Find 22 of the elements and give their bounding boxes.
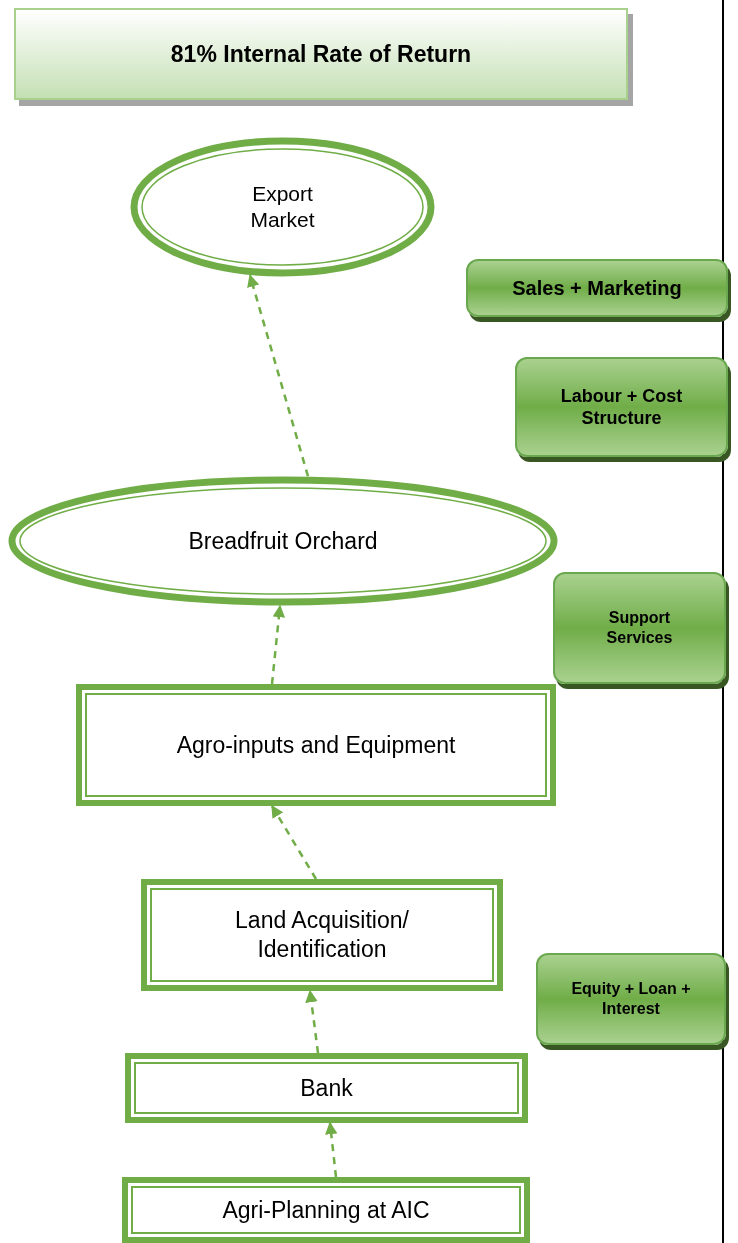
process-box	[125, 1053, 528, 1123]
node-label: Export Market	[249, 180, 316, 233]
node-label: Equity + Loan + Interest	[570, 979, 692, 1019]
process-box	[122, 1177, 530, 1243]
arrow	[270, 604, 286, 685]
node-label: Support Services	[605, 608, 674, 648]
arrow	[270, 804, 318, 880]
arrow	[247, 274, 310, 477]
node-label: Agro-inputs and Equipment	[176, 730, 456, 760]
node-label: Bank	[300, 1073, 353, 1103]
node-label: Labour + Cost Structure	[559, 384, 684, 430]
node-label: Sales + Marketing	[512, 275, 682, 301]
arrow	[305, 989, 320, 1054]
node-label: Breadfruit Orchard	[188, 526, 378, 556]
node-label: Land Acquisition/ Identification	[234, 906, 410, 964]
ellipse-node	[130, 137, 435, 277]
process-box	[76, 684, 556, 806]
arrow	[325, 1121, 338, 1178]
ellipse-node	[8, 476, 558, 606]
node-label: 81% Internal Rate of Return	[170, 39, 472, 69]
node-label: Agri-Planning at AIC	[222, 1195, 430, 1225]
process-box	[141, 879, 503, 991]
